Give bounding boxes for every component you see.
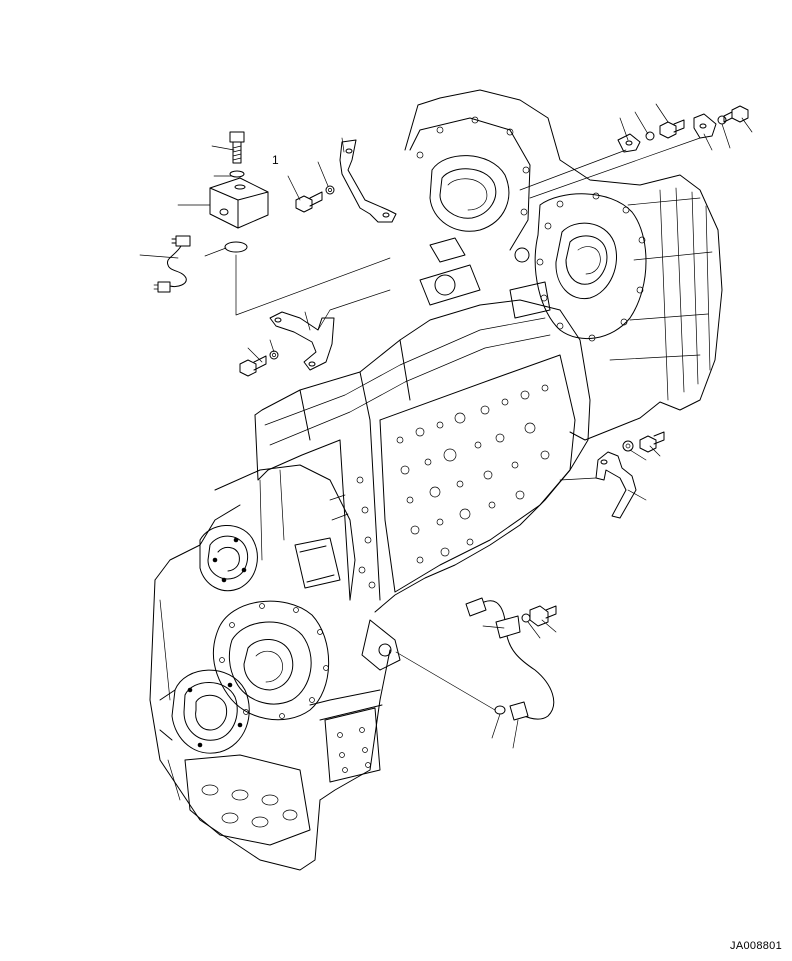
bracket-upper-center [339,139,397,223]
bracket-lower-left [269,289,391,371]
speed-sensor-harness [395,597,557,721]
callout-number: 1 [272,153,279,167]
bolt-washer-lower-left [239,350,279,377]
valve-assembly [153,131,391,316]
transmission-housing [149,89,723,871]
figure-id: JA008801 [730,940,782,952]
leader-lines [139,103,753,749]
bolt-washer-upper-center [295,185,335,213]
clamp-upper-right [519,105,749,199]
pipe-bracket-right [559,431,665,519]
